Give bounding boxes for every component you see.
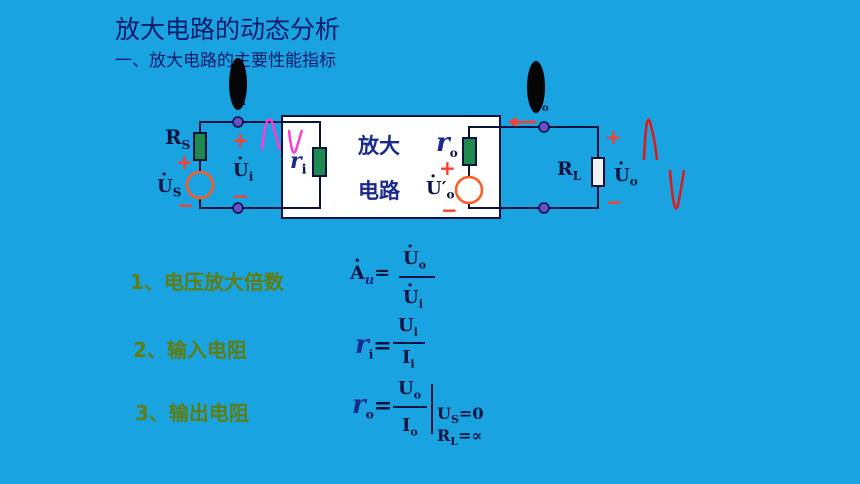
formula-ro-condition-us: US=0 [437, 404, 484, 427]
output-wire-top [468, 126, 599, 158]
section-subtitle: 一、放大电路的主要性能指标 [115, 51, 336, 71]
input-terminal-bottom [232, 202, 244, 214]
formula-ro-bar [393, 406, 427, 408]
formula-ro-condition-bar [431, 384, 433, 434]
formula-ro-denominator: Io [402, 415, 418, 439]
amplifier-label-bottom: 电路 [358, 179, 400, 203]
rl-label: RL [557, 158, 582, 183]
formula-au-bar [399, 276, 435, 278]
ui-label: ·Ui [233, 148, 254, 184]
formula-ri-bar [393, 342, 425, 344]
ri-resistor [312, 147, 327, 177]
uo-plus-sign: + [605, 125, 622, 149]
formula-ri-numerator: Ui [398, 315, 418, 339]
ui-plus-sign: + [232, 128, 249, 152]
uo-prime-label: ·U′o [426, 166, 455, 202]
formula-ri-lhs: ri= [355, 330, 392, 362]
uo-minus-sign: − [606, 190, 623, 214]
output-terminal-top [538, 121, 550, 133]
output-wire-bottom [468, 186, 599, 209]
formula-ro-lhs: ro= [352, 390, 393, 422]
uo-prime-minus-sign: − [441, 198, 458, 222]
formula-ro-condition-rl: RL=∝ [437, 426, 483, 449]
formula-ro-numerator: Uo [398, 378, 422, 402]
us-minus-sign: − [177, 193, 194, 217]
item-input-resistance: 2、输入电阻 [133, 338, 247, 362]
input-waveform [260, 118, 282, 151]
item-output-resistance: 3、输出电阻 [135, 401, 249, 425]
item-voltage-gain: 1、电压放大倍数 [130, 270, 284, 294]
amplifier-label-top: 放大 [358, 134, 400, 158]
formula-au-lhs: ·Au= [350, 250, 391, 288]
ii-subscript: i [242, 97, 246, 108]
us-plus-sign: + [176, 150, 193, 174]
output-terminal-bottom [538, 202, 550, 214]
output-current-marker [527, 61, 545, 113]
uo-prime-plus-sign: + [439, 156, 456, 180]
page-title: 放大电路的动态分析 [115, 15, 341, 44]
ro-resistor [462, 137, 477, 166]
formula-ri-denominator: Ii [402, 347, 415, 371]
uo-label: ·Uo [614, 153, 638, 189]
rs-label: RS [165, 125, 191, 152]
input-terminal-top [232, 116, 244, 128]
rl-resistor [591, 157, 605, 187]
output-waveform [642, 118, 659, 161]
ri-label: ri [290, 148, 307, 178]
us-label: ·US [157, 164, 182, 200]
uo-prime-source [454, 175, 484, 205]
formula-au-numerator: ·Uo [403, 236, 427, 272]
input-wire-top [199, 121, 321, 148]
input-wire-bottom [199, 176, 321, 209]
formula-au-denominator: ·Ui [403, 275, 423, 311]
input-current-marker [229, 58, 247, 110]
circuit-diagram [185, 58, 686, 219]
us-source [185, 170, 215, 200]
ui-minus-sign: − [232, 184, 249, 208]
rs-resistor [193, 132, 207, 161]
io-subscript: o [542, 103, 549, 114]
ro-label: ro [436, 128, 458, 161]
